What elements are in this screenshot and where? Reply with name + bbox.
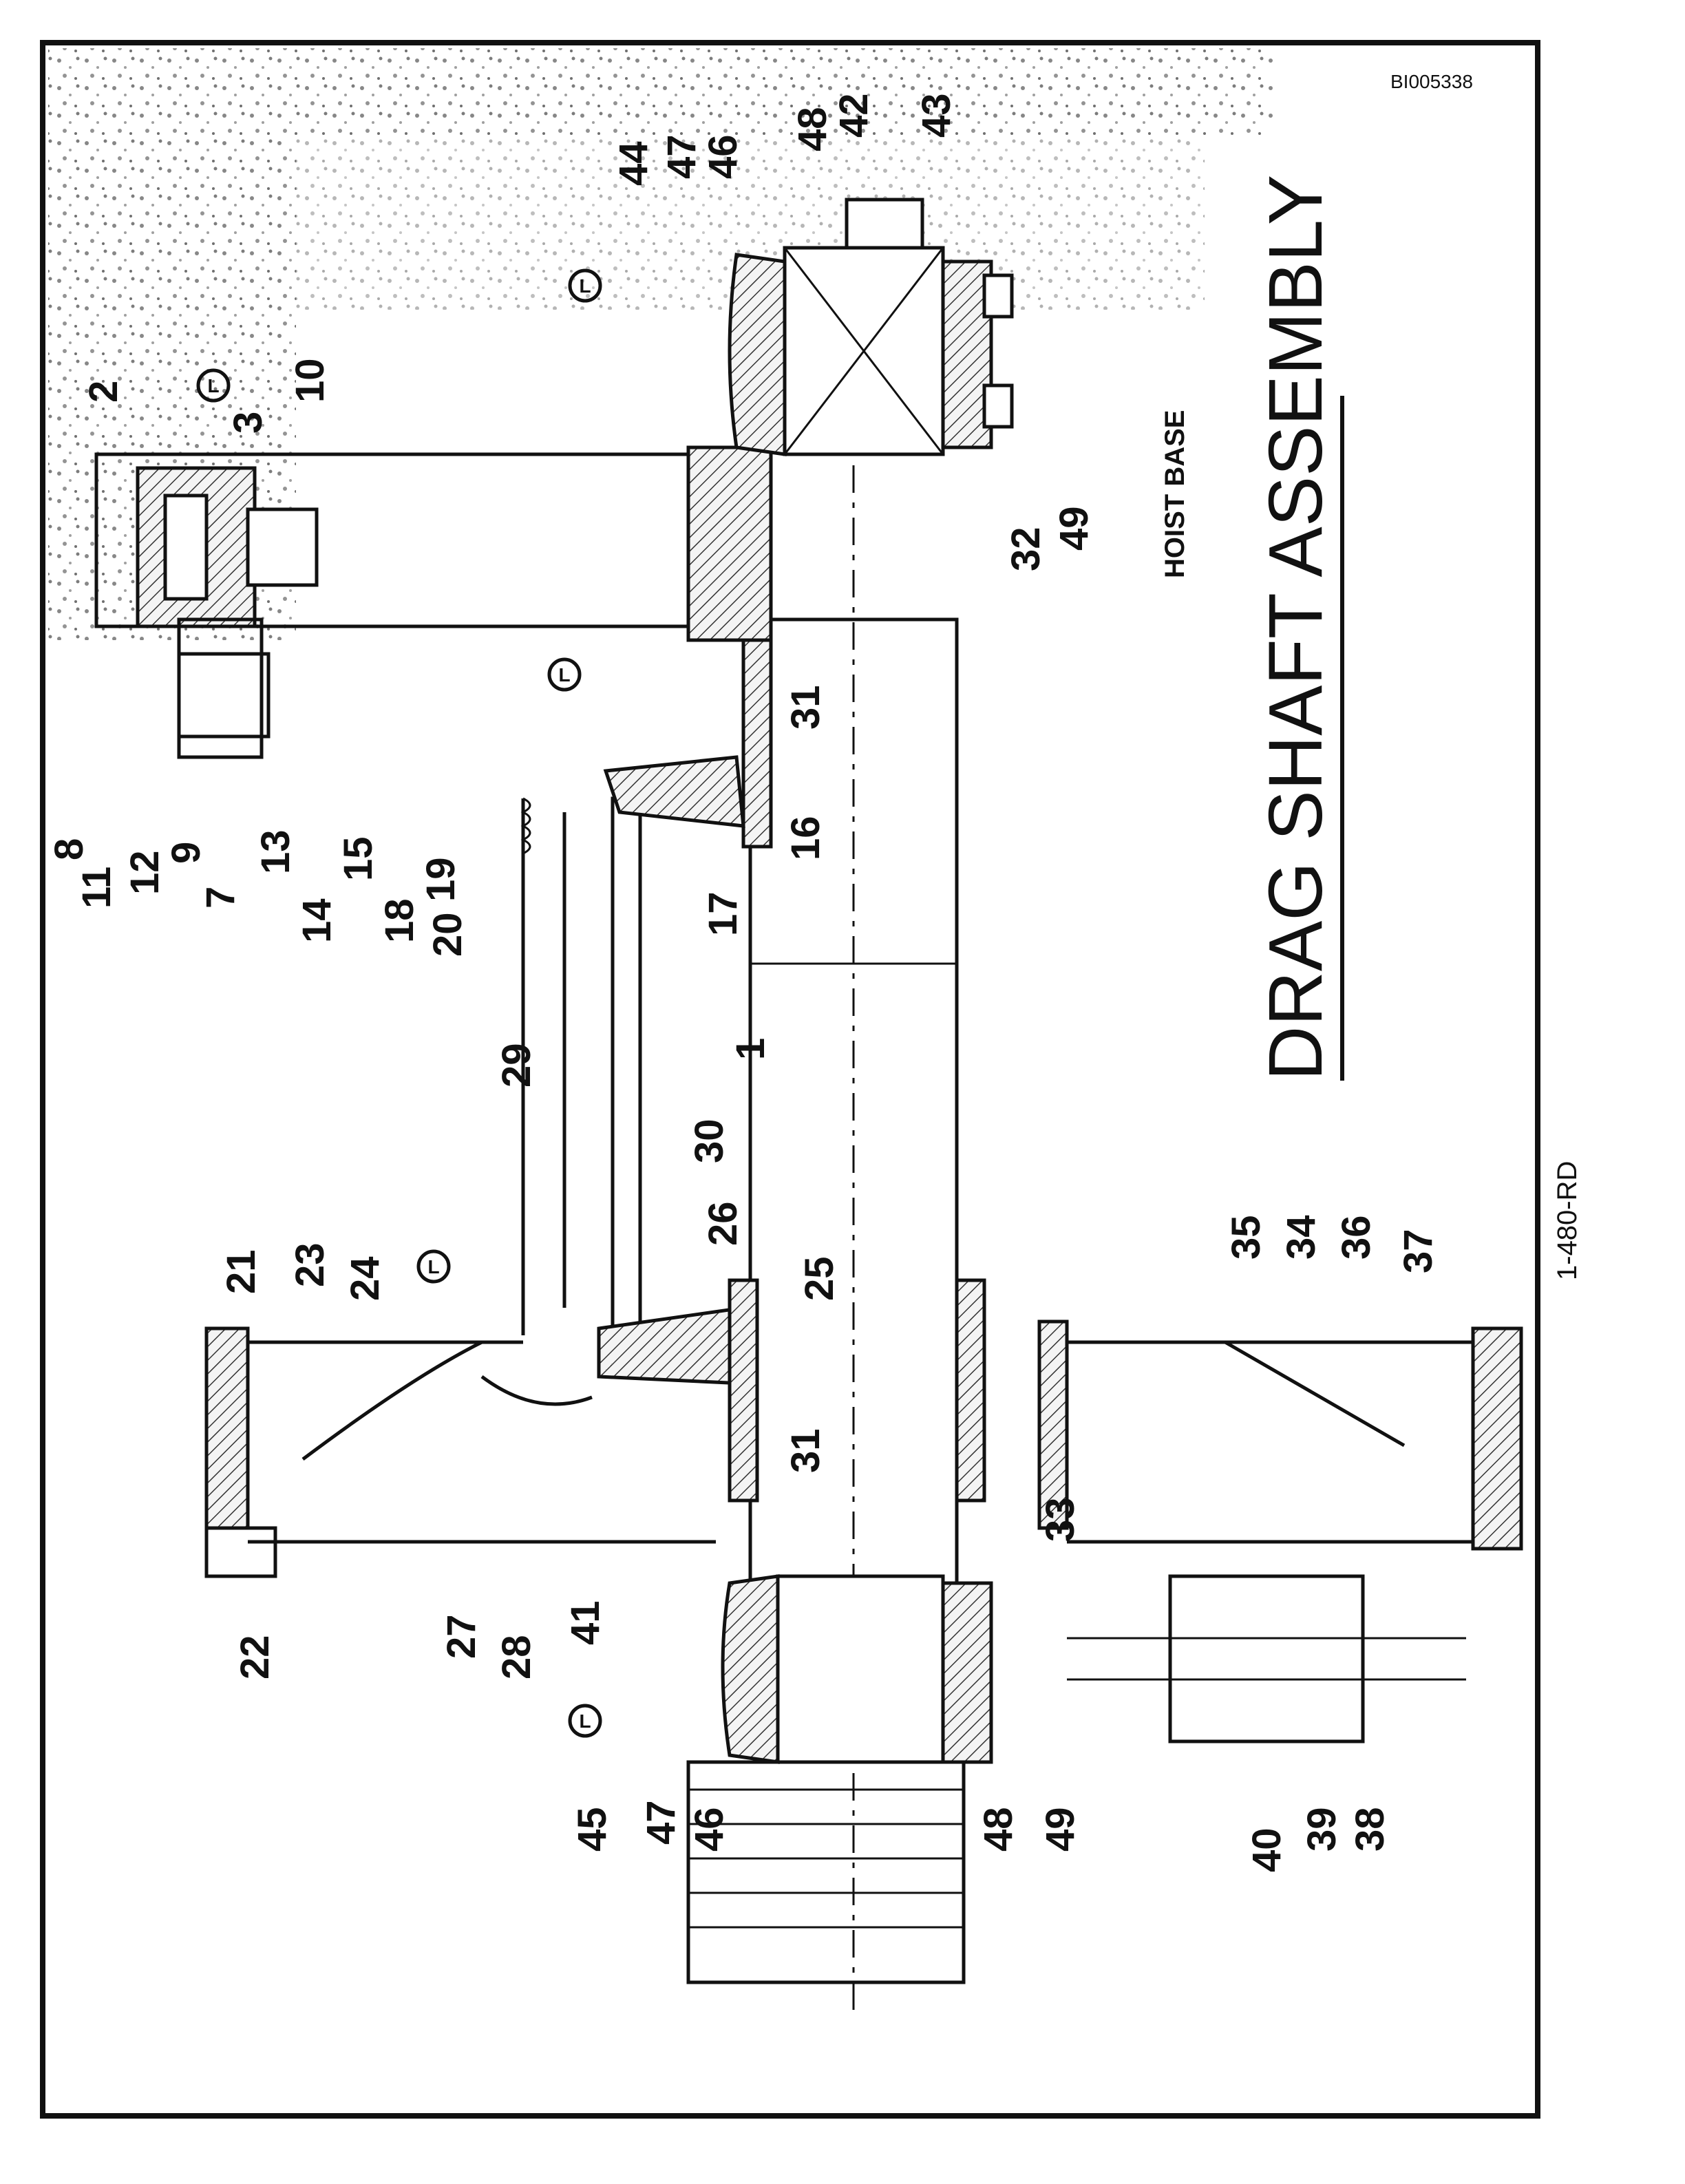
label-20: 20 (425, 912, 470, 957)
label-13: 13 (253, 829, 298, 874)
label-16: 16 (783, 816, 828, 860)
lube-symbols: L L L L L (196, 268, 602, 1738)
label-7: 7 (198, 887, 243, 909)
drag-shaft (748, 413, 959, 2010)
label-47a: 47 (639, 1800, 683, 1845)
label-24: 24 (343, 1256, 388, 1301)
label-2: 2 (81, 381, 126, 403)
label-15: 15 (336, 836, 381, 881)
label-39: 39 (1300, 1807, 1344, 1852)
label-46b: 46 (701, 134, 745, 179)
label-11: 11 (74, 867, 119, 909)
label-22: 22 (233, 1635, 277, 1679)
frame-casting (520, 755, 745, 1386)
label-29: 29 (494, 1043, 539, 1088)
lube-symbol: L (579, 275, 591, 297)
label-41: 41 (563, 1600, 608, 1645)
label-19: 19 (418, 857, 463, 902)
label-30: 30 (687, 1118, 732, 1163)
label-31b: 31 (783, 1428, 828, 1473)
document-id: BI005338 (1390, 71, 1473, 92)
drawing-number: 1-480-RD (1552, 1161, 1582, 1280)
right-lower-assembly (1037, 1319, 1523, 1743)
label-48b: 48 (790, 107, 835, 151)
lube-symbol: L (579, 1710, 591, 1732)
label-23: 23 (288, 1242, 332, 1287)
label-37: 37 (1396, 1229, 1441, 1273)
label-32: 32 (1004, 527, 1048, 571)
label-33: 33 (1038, 1497, 1083, 1542)
lube-symbol: L (558, 664, 570, 686)
label-45: 45 (570, 1807, 615, 1852)
lube-symbol: L (207, 375, 219, 396)
label-40: 40 (1244, 1827, 1289, 1872)
label-21: 21 (219, 1249, 264, 1294)
label-31a: 31 (783, 685, 828, 730)
label-25: 25 (797, 1256, 842, 1301)
part-labels: 2 3 10 8 11 12 9 7 13 15 14 18 19 20 16 … (47, 93, 1441, 1872)
lube-symbol: L (427, 1256, 439, 1277)
sheet-border (40, 40, 1540, 2119)
label-35: 35 (1224, 1215, 1269, 1260)
hoist-base-label: HOIST BASE (1160, 410, 1190, 578)
label-18: 18 (377, 898, 422, 943)
label-1: 1 (728, 1038, 773, 1060)
label-17: 17 (701, 891, 745, 936)
label-12: 12 (123, 850, 167, 895)
brake-housing (94, 445, 773, 849)
label-3: 3 (226, 412, 271, 434)
label-47b: 47 (659, 134, 704, 179)
top-bearing-block (728, 198, 1014, 456)
label-34: 34 (1279, 1215, 1324, 1260)
label-49a: 49 (1038, 1807, 1083, 1852)
label-14: 14 (295, 898, 339, 943)
drawing-title: DRAG SHAFT ASSEMBLY (1253, 175, 1338, 1081)
lower-housing (204, 1278, 986, 1578)
label-44: 44 (611, 141, 656, 186)
label-49b: 49 (1052, 506, 1096, 551)
label-28: 28 (494, 1635, 539, 1679)
label-10: 10 (288, 358, 332, 403)
label-46a: 46 (687, 1807, 732, 1852)
label-48a: 48 (976, 1807, 1021, 1852)
label-38: 38 (1348, 1807, 1392, 1852)
label-43: 43 (914, 93, 959, 138)
label-36: 36 (1334, 1215, 1379, 1260)
label-8: 8 (47, 838, 92, 860)
label-42: 42 (831, 93, 876, 138)
label-9: 9 (164, 842, 209, 864)
bottom-coupling (686, 1574, 993, 1984)
label-26: 26 (701, 1201, 745, 1246)
label-27: 27 (439, 1614, 484, 1659)
